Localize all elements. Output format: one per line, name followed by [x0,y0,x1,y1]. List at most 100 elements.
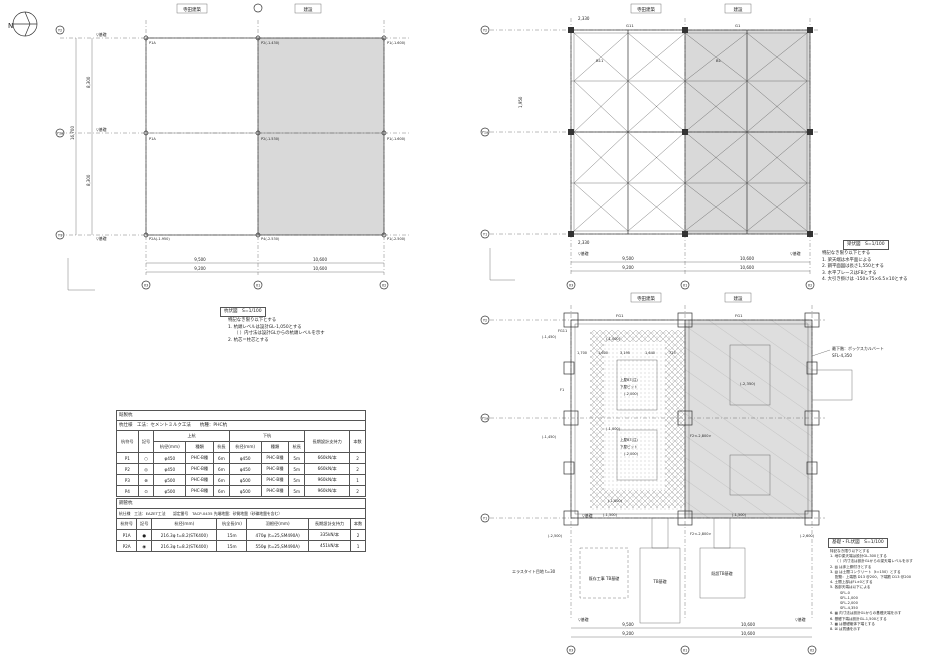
pile-markers: P1A P1A P2(-1.430) P2(-1.530) P1(-1.600)… [143,35,406,241]
svg-text:上屋BT(注): 上屋BT(注) [620,437,638,442]
svg-text:Y1: Y1 [483,517,487,521]
svg-text:F2<-2,800>: F2<-2,800> [690,532,711,536]
tag-right: 建設 [304,6,313,13]
svg-text:G1: G1 [735,23,741,28]
svg-text:P2(-1.430): P2(-1.430) [261,41,280,45]
view-pile-plan: 8,300 8,300 16,700 Y2 Y1a Y1 X3 X1 X2 9,… [55,3,410,291]
svg-text:Y1: Y1 [483,233,487,237]
svg-text:16,700: 16,700 [70,126,75,140]
svg-text:B11: B11 [596,58,604,63]
svg-text:10,600: 10,600 [741,622,755,627]
svg-text:X3: X3 [144,284,149,288]
svg-text:2,330: 2,330 [578,16,590,21]
svg-text:F1: F1 [560,388,564,392]
svg-text:P4(-2.530): P4(-2.530) [261,237,280,241]
svg-text:P1A: P1A [149,41,156,45]
grid-bubbles-x: X3 X1 X2 [141,3,389,290]
svg-text:X1: X1 [683,649,688,653]
svg-text:(-2,000): (-2,000) [624,452,639,456]
tag-right-2: 建設 [734,6,743,13]
grid-bubbles-y-3: Y2 Y1a Y1 [480,315,490,523]
svg-text:9,500: 9,500 [622,622,634,627]
tag-left-3: 寺田建築 [637,295,655,302]
svg-text:9,200: 9,200 [622,265,634,270]
svg-text:(-1,000): (-1,000) [606,427,621,431]
steel-pile-table-block: 鋼管杭 杭仕様 工法：EAZET工法 認定番号 TACP-0435 先端地盤：砂… [115,498,366,552]
svg-text:▽基礎: ▽基礎 [578,251,589,256]
svg-text:下屋ピット: 下屋ピット [620,384,638,389]
grid-bubbles-x-2: X3 X1 X2 [566,280,815,290]
svg-text:▽基礎: ▽基礎 [582,513,593,518]
svg-text:Y2: Y2 [483,29,487,33]
precast-pile-table-block: 既製杭 杭仕様 工法：セメントミルク工法 杭種：PHC杭 杭符号 記号 上杭 下… [116,410,366,497]
svg-text:FG11: FG11 [558,329,567,333]
svg-text:P2(-1.530): P2(-1.530) [261,137,280,141]
svg-text:8,300: 8,300 [86,76,91,88]
svg-text:10,600: 10,600 [741,631,755,636]
svg-text:Y2: Y2 [483,319,487,323]
svg-text:(-2,500): (-2,500) [548,534,563,538]
svg-text:Y1a: Y1a [482,131,489,135]
svg-text:9,500: 9,500 [194,257,206,262]
svg-text:8,300: 8,300 [86,174,91,186]
svg-text:9,500: 9,500 [622,256,634,261]
grid-bubbles-x-3: X3 X1 X2 [566,645,817,655]
svg-text:下屋ピット: 下屋ピット [620,444,638,449]
north-arrow-icon: N [8,11,38,37]
svg-text:P2A(-1.950): P2A(-1.950) [149,237,170,241]
svg-text:P1(-2.500): P1(-2.500) [387,237,406,241]
svg-text:X2: X2 [382,284,387,288]
svg-text:エラスタイト目地 t=30: エラスタイト目地 t=30 [512,568,556,574]
svg-text:X2: X2 [810,649,815,653]
svg-text:X1: X1 [683,284,688,288]
svg-text:TB基礎: TB基礎 [652,578,666,584]
svg-text:FG1: FG1 [616,313,624,318]
svg-text:Y1: Y1 [58,234,62,238]
svg-text:(-1,500): (-1,500) [603,513,618,517]
pile-plan-notes: 特記なき限り以下とする 1. 杭頭レベルは設計GL-1,050とする （ ）内寸… [228,318,325,343]
foundation-plan-title: 基礎・FL伏図 S=1/100 [828,538,888,548]
svg-text:▽基礎: ▽基礎 [96,236,107,241]
svg-text:3,195: 3,195 [620,351,630,355]
svg-text:F2<-2,800>: F2<-2,800> [690,434,711,438]
svg-text:10,600: 10,600 [740,265,754,270]
svg-text:G11: G11 [626,23,634,28]
svg-text:P1(-1.600): P1(-1.600) [387,137,406,141]
svg-text:1,640: 1,640 [645,351,655,355]
svg-text:9,200: 9,200 [622,631,634,636]
svg-text:(-2,000): (-2,000) [624,392,639,396]
svg-text:1,950: 1,950 [518,96,523,108]
view-beam-plan: G11 G1 B11 B1 2,330 2,330 1,950 Y2 Y1a Y… [480,16,820,290]
svg-text:Y1a: Y1a [57,132,64,136]
svg-text:Y2: Y2 [58,29,62,33]
tag-left-2: 寺田建築 [637,6,655,13]
svg-text:上屋BT(注): 上屋BT(注) [620,377,638,382]
svg-text:▽基礎: ▽基礎 [96,127,107,132]
tag-right-3: 建設 [734,295,743,302]
svg-text:2,330: 2,330 [578,240,590,245]
grid-bubbles-y-2: Y2 Y1a Y1 [480,25,490,239]
foundation-plan-notes: 特記なき限り以下とする 1. 地中梁天端は設計GL-300とする （ ）内寸法は… [830,549,913,632]
beam-plan-title: 梁伏図 S=1/100 [843,240,889,250]
svg-text:▽基礎: ▽基礎 [790,251,801,256]
tag-left: 寺田建築 [183,6,201,13]
grid-bubbles-y: Y2 Y1a Y1 [55,25,65,240]
svg-text:X1: X1 [256,284,261,288]
svg-text:(-1,000): (-1,000) [608,499,623,503]
svg-text:10,600: 10,600 [313,257,327,262]
svg-text:B1: B1 [716,58,722,63]
svg-text:既設TB基礎: 既設TB基礎 [711,570,732,576]
svg-text:10,600: 10,600 [313,266,327,271]
svg-text:既存工事 TB基礎: 既存工事 TB基礎 [589,575,619,581]
svg-text:1,700: 1,700 [577,351,587,355]
svg-text:P1(-1.600): P1(-1.600) [387,41,406,45]
svg-text:P1A: P1A [149,137,156,141]
left-dim-chain: 1,700 1,600 3,195 1,640 725 [577,351,676,355]
svg-text:Y1a: Y1a [482,417,489,421]
svg-text:FG1: FG1 [735,313,743,318]
svg-text:9,200: 9,200 [194,266,206,271]
